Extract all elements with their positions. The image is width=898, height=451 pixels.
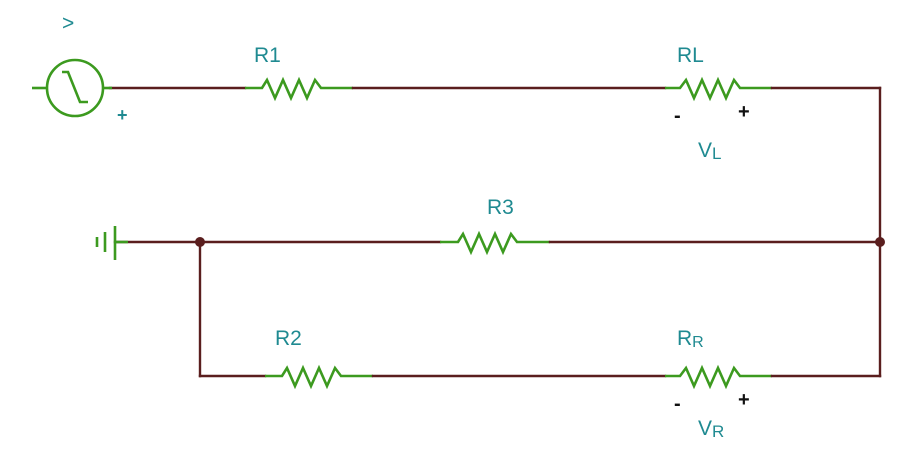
rl-minus-sign: -: [674, 105, 681, 127]
rl-label: RL: [677, 44, 704, 67]
junction-node-right: [875, 237, 885, 247]
rr-label: RR: [677, 327, 704, 351]
rl-plus-sign: +: [738, 101, 750, 123]
resistor-rr: [665, 364, 772, 390]
source-plus-sign: +: [117, 105, 128, 125]
source-waveform-icon: [62, 70, 88, 104]
resistor-r1: [245, 76, 353, 102]
vl-label-sub: L: [712, 144, 721, 163]
vr-label: VR: [698, 417, 724, 441]
rr-minus-sign: -: [674, 393, 681, 415]
vr-label-sub: R: [712, 422, 724, 441]
junction-node-left: [195, 237, 205, 247]
vl-label: VL: [698, 139, 721, 163]
source-label: >: [62, 12, 74, 35]
resistor-r2: [265, 364, 373, 390]
rr-label-main: R: [677, 327, 692, 350]
vl-label-main: V: [698, 139, 712, 162]
rr-plus-sign: +: [738, 389, 750, 411]
r2-label: R2: [275, 327, 302, 350]
resistor-r3: [440, 230, 550, 256]
voltage-source-icon: [45, 58, 105, 118]
r3-label: R3: [487, 196, 514, 219]
vr-label-main: V: [698, 417, 712, 440]
resistor-rl: [665, 76, 772, 102]
r1-label: R1: [254, 44, 281, 67]
rr-label-sub: R: [692, 334, 704, 351]
